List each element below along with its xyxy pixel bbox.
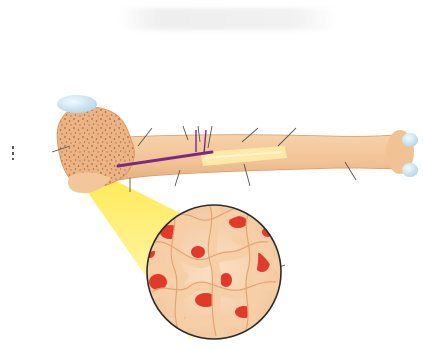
cartilage-cap-distal-upper [402,133,418,147]
cartilage-cap-proximal [57,95,97,113]
cartilage-cap-distal-lower [402,163,418,177]
magnified-spongy-bone [145,205,284,339]
